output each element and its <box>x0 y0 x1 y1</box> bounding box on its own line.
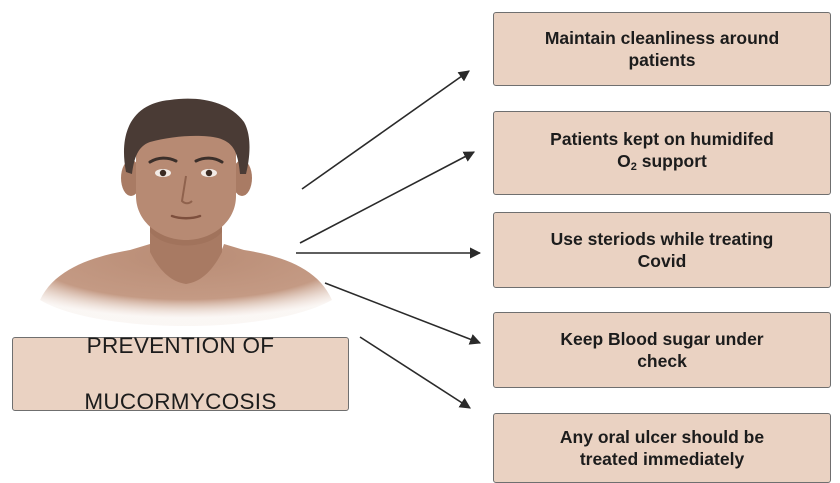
arrow-4 <box>325 283 480 343</box>
step-line-2: check <box>560 350 763 372</box>
arrow-5 <box>360 337 470 408</box>
step-text: Use steriods while treating Covid <box>551 228 774 272</box>
step-text: Maintain cleanliness around patients <box>545 27 779 71</box>
step-line-2: O2 support <box>550 150 774 178</box>
step-text: Patients kept on humidifed O2 support <box>550 128 774 178</box>
step-box-blood-sugar: Keep Blood sugar under check <box>493 312 831 388</box>
step-line-1: Use steriods while treating <box>551 228 774 250</box>
step-text: Keep Blood sugar under check <box>560 328 763 372</box>
o2-suffix: support <box>637 151 707 171</box>
person-bust-icon <box>40 99 332 326</box>
arrow-2 <box>300 152 474 243</box>
main-title-box: PREVENTION OF MUCORMYCOSIS <box>12 337 349 411</box>
step-line-1: Any oral ulcer should be <box>560 426 764 448</box>
step-text: Any oral ulcer should be treated immedia… <box>560 426 764 470</box>
main-title: PREVENTION OF MUCORMYCOSIS <box>84 304 276 444</box>
step-box-steroids: Use steriods while treating Covid <box>493 212 831 288</box>
step-line-1: Keep Blood sugar under <box>560 328 763 350</box>
main-title-line-1: PREVENTION OF <box>84 332 276 360</box>
main-title-line-2: MUCORMYCOSIS <box>84 388 276 416</box>
step-line-1: Patients kept on humidifed <box>550 128 774 150</box>
arrow-1 <box>302 71 469 189</box>
o2-prefix: O <box>617 151 631 171</box>
step-box-oral-ulcer: Any oral ulcer should be treated immedia… <box>493 413 831 483</box>
step-line-1: Maintain cleanliness around <box>545 27 779 49</box>
step-line-2: Covid <box>551 250 774 272</box>
step-box-humidified-oxygen: Patients kept on humidifed O2 support <box>493 111 831 195</box>
step-line-2: patients <box>545 49 779 71</box>
step-line-2: treated immediately <box>560 448 764 470</box>
step-box-cleanliness: Maintain cleanliness around patients <box>493 12 831 86</box>
